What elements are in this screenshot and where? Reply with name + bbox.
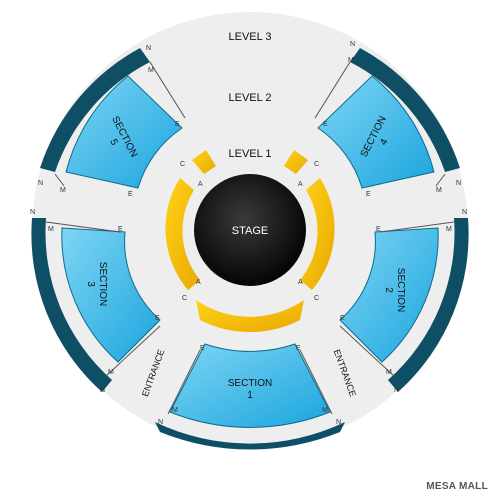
row-n-label: N [100, 387, 105, 394]
aisle-line [314, 61, 351, 119]
section-3-label: SECTION [97, 262, 108, 306]
row-e-label: E [296, 345, 301, 352]
row-c-label: C [182, 295, 187, 302]
row-n-label: N [394, 387, 399, 394]
level-1-left-arc[interactable] [165, 178, 200, 290]
section-3-block[interactable]: N M E N M E SECTION 3 [30, 209, 161, 394]
row-n-label: N [30, 209, 35, 216]
row-n-label: N [38, 180, 43, 187]
row-n-label: N [456, 180, 461, 187]
row-n-label: N [462, 209, 467, 216]
row-e-label: E [118, 226, 123, 233]
section-2-block[interactable]: N M E N M E SECTION 2 [339, 209, 469, 394]
aisle-line [167, 349, 201, 415]
row-m-label: M [148, 67, 154, 74]
row-n-label: N [350, 41, 355, 48]
row-n-label: N [158, 419, 163, 426]
row-e-label: E [200, 345, 205, 352]
section-3-outer-band [31, 218, 112, 392]
venue-name-label: MESA MALL [426, 481, 488, 492]
row-e-label: E [175, 121, 180, 128]
row-e-label: E [323, 121, 328, 128]
section-2-label: SECTION [395, 268, 406, 312]
row-c-label: C [314, 161, 319, 168]
level-1-tab-left[interactable] [192, 150, 216, 174]
section-4-seats[interactable] [317, 75, 435, 189]
row-m-label: M [436, 187, 442, 194]
row-e-label: E [340, 315, 345, 322]
section-3-number: 3 [85, 281, 96, 287]
row-m-label: M [172, 407, 178, 414]
section-1-number: 1 [247, 390, 253, 401]
row-m-label: M [322, 407, 328, 414]
level-1-bottom-arc[interactable] [196, 300, 304, 333]
row-c-label: C [180, 161, 185, 168]
aisle-line [435, 173, 446, 187]
section-1-outer-band [155, 422, 345, 450]
row-e-label: E [366, 191, 371, 198]
level-1-tab-right[interactable] [284, 150, 308, 174]
row-e-label: E [155, 315, 160, 322]
stage-label: STAGE [232, 225, 268, 237]
aisle-line [379, 221, 455, 233]
row-m-label: M [108, 369, 114, 376]
row-e-label: E [376, 226, 381, 233]
section-5-number: 5 [107, 137, 120, 147]
row-a-label: A [298, 181, 303, 188]
level-2-label: LEVEL 2 [228, 92, 271, 104]
aisle-line [339, 325, 395, 377]
section-2-number: 2 [383, 287, 394, 293]
aisle-line [105, 325, 161, 377]
row-c-label: C [314, 295, 319, 302]
section-2-seats[interactable] [339, 227, 439, 363]
row-m-label: M [48, 226, 54, 233]
row-m-label: M [386, 369, 392, 376]
stage-circle [194, 174, 306, 286]
aisle-line [54, 173, 65, 187]
section-3-seats[interactable] [61, 227, 161, 363]
row-m-label: M [446, 226, 452, 233]
level-1-label: LEVEL 1 [228, 148, 271, 160]
row-m-label: M [348, 57, 354, 64]
row-m-label: M [60, 187, 66, 194]
aisle-line [149, 61, 186, 119]
section-5-block[interactable]: N M E N M E SECTION 5 [38, 45, 186, 198]
section-5-outer-band [40, 48, 150, 172]
section-5-seats[interactable] [65, 75, 183, 189]
row-n-label: N [336, 419, 341, 426]
aisle-line [299, 349, 333, 415]
row-a-label: A [198, 181, 203, 188]
section-4-number: 4 [378, 137, 391, 147]
section-2-outer-band [388, 218, 469, 392]
row-a-label: A [298, 279, 303, 286]
level-1-ring[interactable]: C A C A C A C A [165, 150, 335, 333]
level-1-right-arc[interactable] [300, 178, 335, 290]
aisle-line [45, 221, 121, 233]
section-4-block[interactable]: N M E N M E SECTION 4 [314, 41, 461, 198]
section-1-block[interactable]: E E M M N N SECTION 1 [155, 343, 345, 450]
section-4-outer-band [350, 48, 460, 172]
row-e-label: E [128, 191, 133, 198]
section-1-seats[interactable] [169, 343, 331, 428]
row-n-label: N [146, 45, 151, 52]
row-a-label: A [196, 279, 201, 286]
level-3-label: LEVEL 3 [228, 31, 271, 43]
section-1-label: SECTION [228, 378, 272, 389]
